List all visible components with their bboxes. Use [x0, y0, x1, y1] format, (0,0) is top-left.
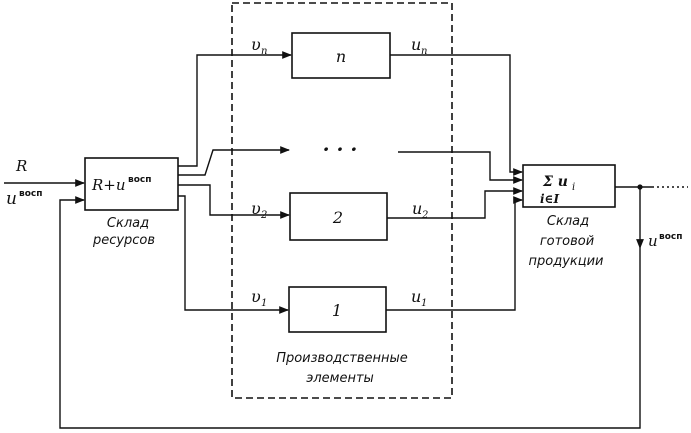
- element-block-2: [289, 192, 388, 241]
- output-block-set: i∈I: [540, 192, 559, 206]
- line-to-element-2: [178, 184, 290, 219]
- output-caption-line3: продукции: [529, 254, 604, 269]
- output-u-1: u: [411, 287, 421, 306]
- input-v-n: υ: [251, 35, 261, 54]
- output-block-sum-sub: i: [572, 182, 575, 193]
- feedback-u-label: u: [648, 232, 658, 250]
- input-v-n-sub: n: [261, 46, 267, 57]
- input-u-label: u: [6, 189, 17, 209]
- resource-caption-line1: Склад: [107, 216, 149, 231]
- output-block: [522, 164, 616, 208]
- ellipsis: · · ·: [323, 137, 358, 161]
- output-caption-line2: готовой: [540, 234, 594, 249]
- element-block-n: [291, 32, 391, 79]
- input-v-1: υ: [251, 287, 261, 306]
- output-block-sum: Σ u: [542, 174, 568, 190]
- line-to-element-1: [178, 195, 289, 314]
- line-from-element-1: [386, 196, 523, 311]
- line-to-ellipsis: [178, 146, 290, 176]
- production-caption-line1: Производственные: [276, 351, 408, 366]
- output-u-n-sub: n: [421, 46, 427, 57]
- output-u-1-sub: 1: [421, 298, 427, 309]
- element-label-1: 1: [332, 301, 342, 320]
- production-caption-line2: элементы: [306, 371, 374, 386]
- output-caption-line1: Склад: [547, 214, 589, 229]
- resource-block: [84, 157, 179, 211]
- output-u-2: u: [412, 199, 422, 218]
- output-u-2-sub: 2: [421, 210, 428, 221]
- line-from-element-2: [387, 187, 523, 219]
- production-frame: [231, 2, 453, 399]
- input-u-sup: восп: [19, 189, 42, 199]
- input-v-1-sub: 1: [261, 298, 267, 309]
- element-label-n: n: [336, 47, 346, 66]
- output-u-n: u: [411, 35, 421, 54]
- input-v-2: υ: [251, 199, 261, 218]
- element-block-1: [288, 286, 387, 333]
- feedback-u-sup: восп: [659, 232, 682, 242]
- element-label-2: 2: [332, 208, 343, 227]
- line-from-ellipsis: [398, 151, 523, 184]
- line-from-element-n: [390, 54, 523, 176]
- resource-block-sup: восп: [128, 175, 151, 185]
- resource-caption-line2: ресурсов: [92, 233, 155, 248]
- line-to-element-n: [178, 51, 292, 167]
- input-r-label: R: [15, 157, 27, 175]
- resource-block-label: R+u: [91, 176, 126, 194]
- feedback-loop: [59, 196, 641, 429]
